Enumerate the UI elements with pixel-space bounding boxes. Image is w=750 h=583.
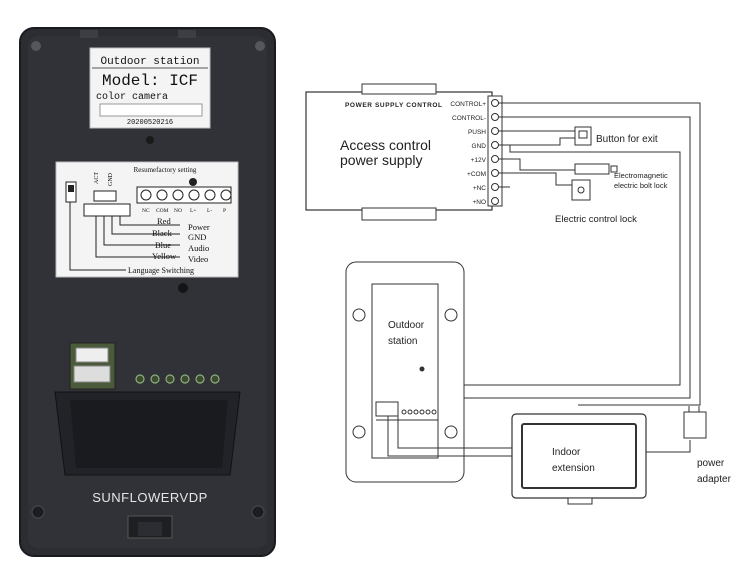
wiring-diagram bbox=[305, 83, 707, 505]
video-cable bbox=[387, 416, 520, 457]
wire-color-names: Red Black Blue Yellow bbox=[152, 216, 177, 261]
outdoor-station-panel bbox=[371, 283, 439, 459]
bottom-slot-inner bbox=[138, 522, 162, 536]
psu-terminal-label: PUSH bbox=[468, 129, 486, 136]
act-connector-icon bbox=[93, 190, 117, 202]
label-outdoor-2: station bbox=[388, 336, 417, 347]
control-lock-icon bbox=[571, 179, 591, 201]
label-act: ACT bbox=[94, 172, 100, 184]
mic-dot-icon bbox=[419, 366, 425, 372]
sticker-model: Model: ICF bbox=[102, 72, 198, 90]
terminal-label: L- bbox=[207, 208, 212, 214]
adapter-cable bbox=[646, 440, 691, 453]
label-button-exit: Button for exit bbox=[596, 134, 658, 145]
psu-top-tab bbox=[361, 83, 437, 95]
psu-title-line1: Access control bbox=[340, 137, 431, 153]
plug-connector-icon bbox=[75, 347, 109, 363]
wire-color-name: Black bbox=[152, 228, 173, 238]
psu-terminal-labels: CONTROL+ CONTROL- PUSH GND +12V +COM +NC… bbox=[450, 101, 486, 206]
wire-cavity-inner bbox=[70, 400, 228, 468]
power-cable bbox=[397, 416, 520, 449]
terminal-label: NO bbox=[174, 208, 182, 214]
indoor-monitor-screen bbox=[521, 423, 637, 489]
wire-signal: GND bbox=[188, 232, 206, 242]
screw-icon bbox=[255, 41, 265, 51]
magnetic-lock-plate bbox=[610, 165, 618, 173]
screw-icon bbox=[31, 41, 41, 51]
magnetic-lock-icon bbox=[574, 163, 610, 175]
terminal-label: NC bbox=[142, 208, 150, 214]
label-indoor-1: Indoor bbox=[552, 447, 581, 458]
mount-hole-icon bbox=[444, 425, 458, 439]
dip-switch-lever bbox=[68, 185, 74, 192]
psu-terminal-label: CONTROL- bbox=[452, 115, 486, 122]
wire-signal: Audio bbox=[188, 243, 209, 253]
wire-color-name: Red bbox=[157, 216, 171, 226]
terminal-label: L+ bbox=[190, 208, 196, 214]
wire-connector-icon bbox=[83, 203, 131, 217]
label-adapter-1: power bbox=[697, 458, 725, 469]
label-outdoor-1: Outdoor bbox=[388, 320, 425, 331]
wire-color-name: Yellow bbox=[152, 251, 177, 261]
control-lock-keyhole bbox=[577, 186, 585, 194]
wire-signal-names: Power GND Audio Video bbox=[188, 222, 210, 264]
tab-notch bbox=[80, 30, 98, 38]
psu-title-line2: power supply bbox=[340, 152, 423, 168]
mic-hole-icon bbox=[178, 283, 188, 293]
wire-color-name: Blue bbox=[155, 240, 171, 250]
plug-connector-icon bbox=[73, 365, 111, 383]
terminal-label: P bbox=[223, 208, 226, 214]
psu-terminal-strip bbox=[487, 95, 503, 207]
outdoor-terminals bbox=[401, 409, 437, 415]
label-adapter-2: adapter bbox=[697, 474, 732, 485]
psu-terminal-label: +12V bbox=[471, 157, 487, 164]
label-bolt-lock-2: electric bolt lock bbox=[614, 181, 668, 190]
wire-leads bbox=[69, 202, 180, 271]
psu-terminal-label: GND bbox=[472, 143, 487, 150]
screw-icon bbox=[31, 505, 45, 519]
power-adapter-icon bbox=[683, 411, 707, 439]
diagram-labels: POWER SUPPLY CONTROL Access control powe… bbox=[340, 101, 732, 485]
camera-lens-icon bbox=[146, 136, 154, 144]
psu-bottom-tab bbox=[361, 207, 437, 221]
psu-box bbox=[305, 91, 493, 211]
mount-hole-icon bbox=[444, 308, 458, 322]
exit-button-face bbox=[578, 130, 588, 139]
label-bolt-lock-1: Electromagnetic bbox=[614, 171, 668, 180]
psu-terminal-label: CONTROL+ bbox=[450, 101, 486, 108]
label-language: Language Switching bbox=[128, 266, 194, 275]
wire-signal: Video bbox=[188, 254, 208, 264]
sticker-serial: 20200520216 bbox=[127, 119, 173, 127]
label-indoor-2: extension bbox=[552, 463, 595, 474]
terminal-labels: NC COM NO L+ L- P bbox=[142, 208, 226, 214]
indoor-monitor-stand bbox=[567, 497, 593, 505]
label-gnd: GND bbox=[108, 172, 114, 186]
barcode-box bbox=[99, 103, 203, 117]
reset-button-icon bbox=[189, 178, 197, 186]
outdoor-station-back-photo: Outdoor station Model: ICF color camera … bbox=[19, 27, 276, 557]
status-leds bbox=[135, 374, 220, 384]
brand-label: SUNFLOWERVDP bbox=[92, 490, 208, 505]
psu-terminal-label: +NO bbox=[472, 199, 486, 206]
wiring-label bbox=[55, 161, 239, 278]
psu-terminal-label: +NC bbox=[473, 185, 486, 192]
label-restore: Resumefactory setting bbox=[134, 166, 197, 174]
screw-icon bbox=[251, 505, 265, 519]
sticker-subtitle: color camera bbox=[96, 91, 168, 103]
tab-notch bbox=[178, 30, 196, 38]
sticker-title: Outdoor station bbox=[100, 56, 199, 68]
terminal-label: COM bbox=[156, 208, 169, 214]
psu-terminal-label: +COM bbox=[467, 171, 486, 178]
mount-hole-icon bbox=[352, 308, 366, 322]
outdoor-connector-icon bbox=[375, 401, 399, 417]
wire-signal: Power bbox=[188, 222, 210, 232]
psu-header: POWER SUPPLY CONTROL bbox=[345, 102, 443, 109]
terminal-screws bbox=[140, 189, 232, 201]
label-control-lock: Electric control lock bbox=[555, 214, 637, 225]
mount-hole-icon bbox=[352, 425, 366, 439]
